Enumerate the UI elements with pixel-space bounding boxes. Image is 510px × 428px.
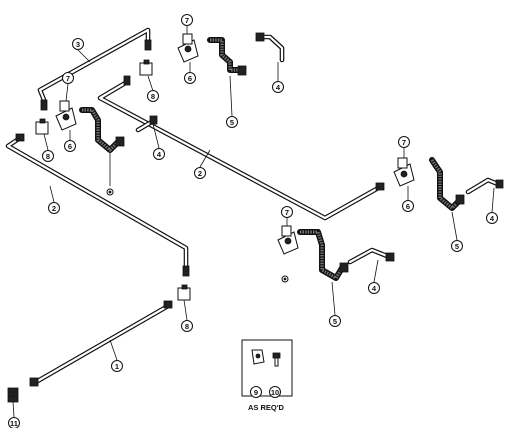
- flex-hose-5-center: [297, 229, 345, 281]
- callout-circle: [398, 136, 410, 148]
- callout-4: 4: [153, 148, 165, 160]
- hardware-box: AS REQ'D: [241, 339, 293, 412]
- callout-6: 6: [184, 72, 196, 84]
- callout-circle: [62, 72, 74, 84]
- callout-number: 6: [188, 74, 192, 83]
- callout-6: 6: [64, 140, 76, 152]
- callout-10: 10: [269, 386, 281, 398]
- callout-1: 1: [111, 360, 123, 372]
- callout-circle: [281, 206, 293, 218]
- callout-number: 11: [10, 419, 18, 428]
- callout-4: 4: [486, 212, 498, 224]
- callout-circle: [111, 360, 123, 372]
- callout-7: 7: [181, 14, 193, 26]
- tee-fitting-8-bottom: [177, 284, 191, 301]
- callout-2: 2: [48, 202, 60, 214]
- callout-number: 7: [66, 74, 70, 83]
- callout-circle: [368, 282, 380, 294]
- callout-circle: [184, 72, 196, 84]
- callout-4: 4: [272, 81, 284, 93]
- brake-tube-3: [37, 27, 151, 103]
- callout-7: 7: [398, 136, 410, 148]
- callout-circle: [486, 212, 498, 224]
- callout-circle: [272, 81, 284, 93]
- flex-hose-5-left: [79, 107, 121, 153]
- callout-circle: [181, 320, 193, 332]
- callout-number: 4: [157, 150, 162, 159]
- callout-number: 1: [115, 362, 119, 371]
- flex-hose-5-top: [207, 37, 243, 73]
- callout-circle: [250, 386, 262, 398]
- callout-8: 8: [42, 150, 54, 162]
- callout-number: 6: [68, 142, 72, 151]
- callout-circle: [42, 150, 54, 162]
- brake-tube-1: [33, 303, 171, 385]
- callout-3: 3: [72, 38, 84, 50]
- callout-number: 6: [406, 202, 410, 211]
- bracket-6-center: [277, 225, 299, 255]
- callout-number: 2: [52, 204, 56, 213]
- tee-fitting-8-left: [35, 118, 49, 135]
- callout-number: 8: [151, 92, 155, 101]
- callout-circle: [64, 140, 76, 152]
- bolt-10: [272, 352, 281, 367]
- callout-circle: [451, 240, 463, 252]
- clip-9: [251, 349, 265, 365]
- callout-circle: [226, 116, 238, 128]
- callout-number: 7: [402, 138, 406, 147]
- tee-fitting-8-top: [139, 59, 153, 76]
- callout-number: 4: [372, 284, 377, 293]
- brake-tube-2-upper: [97, 79, 383, 221]
- callout-circle: [269, 386, 281, 398]
- brake-tube-4-right: [465, 177, 503, 195]
- callouts: 1 2 2 3 4 4 4 4 5 5 5 6 6 6 7 7 7 7 8 8 8 9 10 11: [8, 14, 498, 428]
- callout-circle: [147, 90, 159, 102]
- brake-tube-4-top: [259, 34, 285, 63]
- callout-number: 5: [230, 118, 234, 127]
- callout-number: 9: [254, 388, 258, 397]
- callout-number: 2: [198, 169, 202, 178]
- flex-hose-5-right: [429, 157, 463, 211]
- callout-6: 6: [402, 200, 414, 212]
- callout-number: 5: [455, 242, 459, 251]
- callout-8: 8: [181, 320, 193, 332]
- callout-9: 9: [250, 386, 262, 398]
- bracket-6-left: [55, 100, 77, 131]
- callout-8: 8: [147, 90, 159, 102]
- callout-5: 5: [451, 240, 463, 252]
- callout-circle: [402, 200, 414, 212]
- callout-circle: [181, 14, 193, 26]
- callout-number: 8: [46, 152, 50, 161]
- callout-number: 4: [276, 83, 281, 92]
- brake-tube-4-center: [347, 247, 395, 265]
- as-required-note: AS REQ'D: [248, 403, 285, 412]
- callout-circle: [8, 417, 20, 428]
- callout-7: 7: [62, 72, 74, 84]
- callout-circle: [72, 38, 84, 50]
- callout-4: 4: [368, 282, 380, 294]
- callout-number: 7: [185, 16, 189, 25]
- callout-circle: [153, 148, 165, 160]
- callout-2: 2: [194, 167, 206, 179]
- brake-tube-2-lower: [5, 135, 189, 271]
- bracket-6-top: [177, 33, 199, 63]
- callout-number: 7: [285, 208, 289, 217]
- callout-number: 10: [271, 388, 279, 397]
- fitting-11: [7, 387, 19, 403]
- tube-nut-fittings: [15, 32, 504, 387]
- callout-5: 5: [226, 116, 238, 128]
- callout-7: 7: [281, 206, 293, 218]
- callout-number: 5: [333, 317, 337, 326]
- callout-number: 8: [185, 322, 189, 331]
- callout-number: 3: [76, 40, 80, 49]
- end-cap-markers: [106, 188, 289, 283]
- callout-circle: [48, 202, 60, 214]
- callout-number: 4: [490, 214, 495, 223]
- callout-circle: [194, 167, 206, 179]
- callout-5: 5: [329, 315, 341, 327]
- bracket-6-right: [393, 157, 415, 187]
- callout-circle: [329, 315, 341, 327]
- callout-11: 11: [8, 417, 20, 428]
